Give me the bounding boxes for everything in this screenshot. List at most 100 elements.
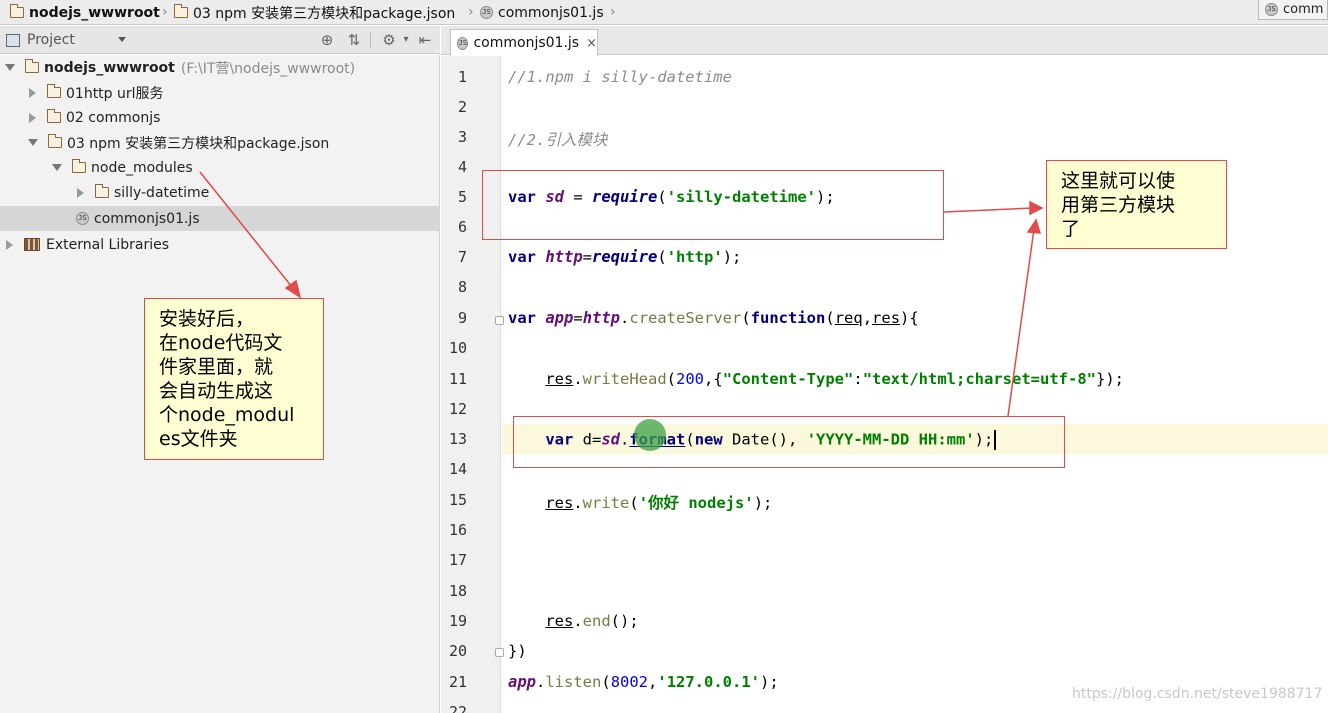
line-number: 7	[457, 248, 467, 266]
js-file-icon: JS	[1265, 3, 1278, 16]
code-line-21: app.listen(8002,'127.0.0.1');	[508, 673, 779, 691]
line-number: 17	[448, 551, 467, 569]
line-number: 20	[448, 642, 467, 660]
tree-item-label: commonjs01.js	[94, 210, 200, 227]
chevron-down-icon[interactable]: ▾	[403, 34, 409, 45]
line-number: 8	[457, 278, 467, 296]
line-number: 16	[448, 521, 467, 539]
collapse-arrow-icon[interactable]	[29, 87, 36, 98]
folder-icon	[173, 4, 188, 18]
collapse-arrow-icon[interactable]	[29, 112, 36, 123]
corner-tab-label: comm	[1283, 2, 1324, 17]
code-line-13: var d=sd.format(new Date(), 'YYYY-MM-DD …	[508, 430, 997, 450]
close-icon[interactable]: ×	[586, 35, 597, 51]
annotation-note-third-party: 这里就可以使 用第三方模块 了	[1046, 160, 1227, 249]
note-line: es文件夹	[159, 428, 238, 450]
project-selector-label: Project	[27, 32, 75, 48]
line-number: 4	[457, 158, 467, 176]
collapse-arrow-icon[interactable]	[6, 239, 13, 250]
line-number: 9	[457, 309, 467, 327]
gear-icon[interactable]: ⚙	[382, 31, 396, 49]
line-number: 14	[448, 460, 467, 478]
annotation-box-require	[482, 170, 944, 240]
folder-icon	[9, 4, 24, 18]
line-number: 2	[457, 98, 467, 116]
tree-item-folder[interactable]: node_modules	[0, 155, 440, 180]
folder-icon	[46, 84, 61, 98]
tree-item-label: 01http url服务	[66, 85, 164, 102]
breadcrumb-file-label: commonjs01.js	[498, 4, 604, 21]
locate-icon[interactable]: ⊕	[320, 31, 334, 49]
project-view-selector[interactable]: Project	[6, 30, 132, 50]
tree-item-label: nodejs_wwwroot	[44, 59, 175, 76]
note-line: 件家里面，就	[159, 356, 274, 378]
note-line: 会自动生成这	[159, 380, 274, 402]
collapse-arrow-icon[interactable]	[77, 187, 84, 198]
expand-arrow-icon[interactable]	[28, 139, 38, 146]
chevron-down-icon	[118, 37, 126, 42]
tree-item-label: node_modules	[91, 159, 193, 176]
folder-icon	[47, 134, 62, 148]
line-number: 13	[448, 430, 467, 448]
line-number: 15	[448, 491, 467, 509]
line-number-gutter: 1 2 3 4 5 6 7 8 9 10 11 12 13 14 15 16 1…	[441, 56, 501, 713]
code-editor[interactable]: //1.npm i silly-datetime //2.引入模块 var sd…	[502, 56, 1328, 713]
annotation-box-format	[513, 416, 1065, 468]
note-line: 在node代码文	[159, 332, 283, 354]
line-number: 11	[448, 370, 467, 388]
project-icon	[6, 33, 20, 47]
corner-tab[interactable]: JS comm	[1258, 0, 1328, 20]
breadcrumb-folder[interactable]: 03 npm 安装第三方模块和package.json	[173, 0, 456, 25]
breadcrumb-folder-label: 03 npm 安装第三方模块和package.json	[193, 5, 456, 22]
tree-item-label: External Libraries	[46, 236, 169, 253]
chevron-right-icon: ›	[468, 4, 474, 20]
code-line-19: res.end();	[545, 612, 639, 630]
chevron-right-icon: ›	[162, 4, 168, 20]
line-number: 5	[457, 188, 467, 206]
tree-item-folder[interactable]: 02 commonjs	[0, 105, 440, 130]
note-line: 安装好后，	[159, 308, 255, 330]
fold-marker-icon[interactable]	[495, 648, 504, 657]
note-line: 这里就可以使	[1061, 170, 1176, 192]
tab-commonjs01[interactable]: JS commonjs01.js ×	[450, 29, 598, 56]
folder-icon	[94, 184, 109, 198]
collapse-all-icon[interactable]: ⇅	[347, 31, 361, 49]
note-line: 个node_modul	[159, 404, 295, 426]
line-number: 18	[448, 582, 467, 600]
library-icon	[24, 238, 40, 251]
line-number: 12	[448, 400, 467, 418]
project-toolbar: Project ⊕ ⇅ ⚙ ▾ ⇤	[0, 26, 440, 54]
tab-label: commonjs01.js	[473, 35, 580, 51]
fold-marker-icon[interactable]	[495, 316, 504, 325]
line-number: 1	[457, 68, 467, 86]
tree-item-label: silly-datetime	[114, 184, 210, 201]
code-line-20: })	[508, 642, 527, 660]
line-number: 3	[457, 128, 467, 146]
tree-item-label: 02 commonjs	[66, 109, 161, 126]
tree-item-file[interactable]: JS commonjs01.js	[0, 206, 440, 231]
expand-arrow-icon[interactable]	[52, 164, 62, 171]
breadcrumb-file[interactable]: JS commonjs01.js	[480, 0, 604, 25]
js-file-icon: JS	[480, 6, 493, 19]
expand-arrow-icon[interactable]	[5, 64, 15, 71]
editor-tab-bar: JS commonjs01.js ×	[441, 26, 1328, 56]
line-number: 19	[448, 612, 467, 630]
code-line-11: res.writeHead(200,{"Content-Type":"text/…	[545, 370, 1124, 388]
folder-icon	[24, 59, 39, 73]
tree-item-path: (F:\IT营\nodejs_wwwroot)	[180, 60, 356, 77]
text-caret	[994, 430, 997, 450]
code-line-3: //2.引入模块	[508, 131, 608, 149]
line-number: 10	[448, 339, 467, 357]
code-line-15: res.write('你好 nodejs');	[545, 494, 773, 512]
folder-icon	[46, 109, 61, 123]
line-number: 21	[448, 673, 467, 691]
tree-item-folder[interactable]: silly-datetime	[0, 180, 440, 205]
hide-panel-icon[interactable]: ⇤	[418, 31, 432, 49]
breadcrumb-root[interactable]: nodejs_wwwroot	[9, 0, 160, 25]
tree-item-folder[interactable]: 01http url服务	[0, 80, 440, 105]
js-file-icon: JS	[457, 36, 469, 50]
tree-item-folder[interactable]: 03 npm 安装第三方模块和package.json	[0, 130, 440, 155]
tree-item-root[interactable]: nodejs_wwwroot (F:\IT营\nodejs_wwwroot)	[0, 55, 440, 80]
tree-item-external-libraries[interactable]: External Libraries	[0, 232, 440, 257]
toolbar-divider	[370, 32, 371, 48]
